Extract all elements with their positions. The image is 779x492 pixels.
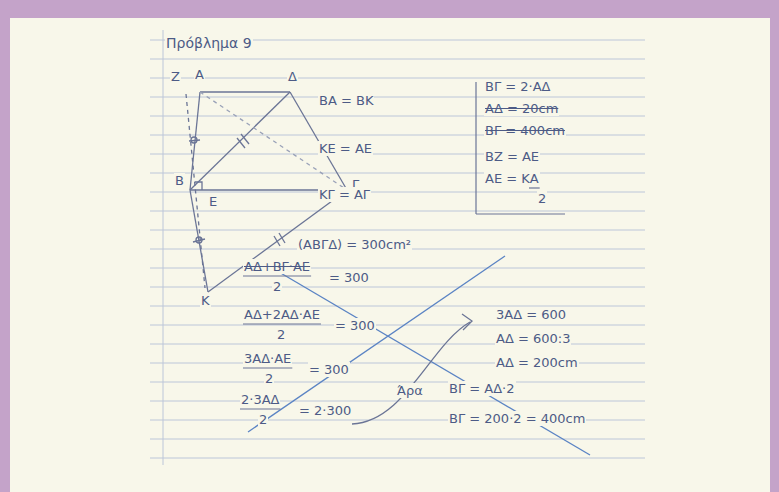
ruled-lines [150, 30, 645, 465]
fraction-bar [240, 408, 280, 409]
equation-text: ΚΕ = ΑΕ [318, 141, 373, 156]
equation-text: 2·3ΑΔ [240, 392, 280, 407]
equation-text: ΑΕ = ΚΑ [484, 171, 540, 186]
cross-out-lines [248, 256, 590, 455]
equation-text: = 300 [334, 318, 376, 333]
vertex-label: Β [174, 173, 185, 188]
vertex-label: Δ [287, 69, 298, 84]
equation-text: 3ΑΔ·ΑΕ [243, 351, 292, 366]
equation-text: ΑΔ+ΒΓ·ΑΕ [243, 259, 311, 274]
equation-text: ΒΓ = 200·2 = 400cm [448, 411, 586, 426]
equation-text: ΒΖ = ΑΕ [484, 149, 540, 164]
equation-text: ΒΓ = 2·ΑΔ [484, 79, 552, 94]
vertex-label: Ζ [170, 69, 181, 84]
equation-text: 2 [258, 412, 268, 427]
equation-text: = 300 [328, 270, 370, 285]
equation-text: ΒΑ = ΒΚ [318, 93, 374, 108]
fraction-bar [243, 323, 321, 324]
fraction-bars [240, 188, 540, 409]
equation-text: ΑΔ = 200cm [495, 355, 579, 370]
fraction-bar [243, 367, 292, 368]
equation-text: ΒΓ = ΑΔ·2 [448, 381, 516, 396]
equation-text: ΚΓ = ΑΓ [318, 187, 371, 202]
equation-text: 2 [264, 371, 274, 386]
title-text: Πρόβλημα 9 [165, 36, 253, 51]
vertex-label: Κ [200, 293, 211, 308]
equation-text: = 300 [308, 362, 350, 377]
vertex-label: Ε [208, 194, 218, 209]
equation-text: 2 [537, 191, 547, 206]
equation-text: (ΑΒΓΔ) = 300cm² [297, 237, 412, 252]
note-text: Άρα [396, 383, 424, 398]
equation-text: ΒΓ = 400cm [484, 123, 566, 138]
equation-text: 2 [272, 279, 282, 294]
vertex-label: Α [194, 67, 205, 82]
table-rules [476, 82, 565, 214]
fraction-bar [529, 187, 540, 188]
equation-text: ΑΔ = 600:3 [495, 331, 571, 346]
equation-text: = 2·300 [298, 403, 352, 418]
equation-text: ΑΔ = 20cm [484, 101, 559, 116]
fraction-bar [243, 275, 311, 276]
notebook-paper [10, 18, 770, 492]
equation-text: 2 [276, 327, 286, 342]
equation-text: 3ΑΔ = 600 [495, 307, 567, 322]
equation-text: ΑΔ+2ΑΔ·ΑΕ [243, 307, 321, 322]
